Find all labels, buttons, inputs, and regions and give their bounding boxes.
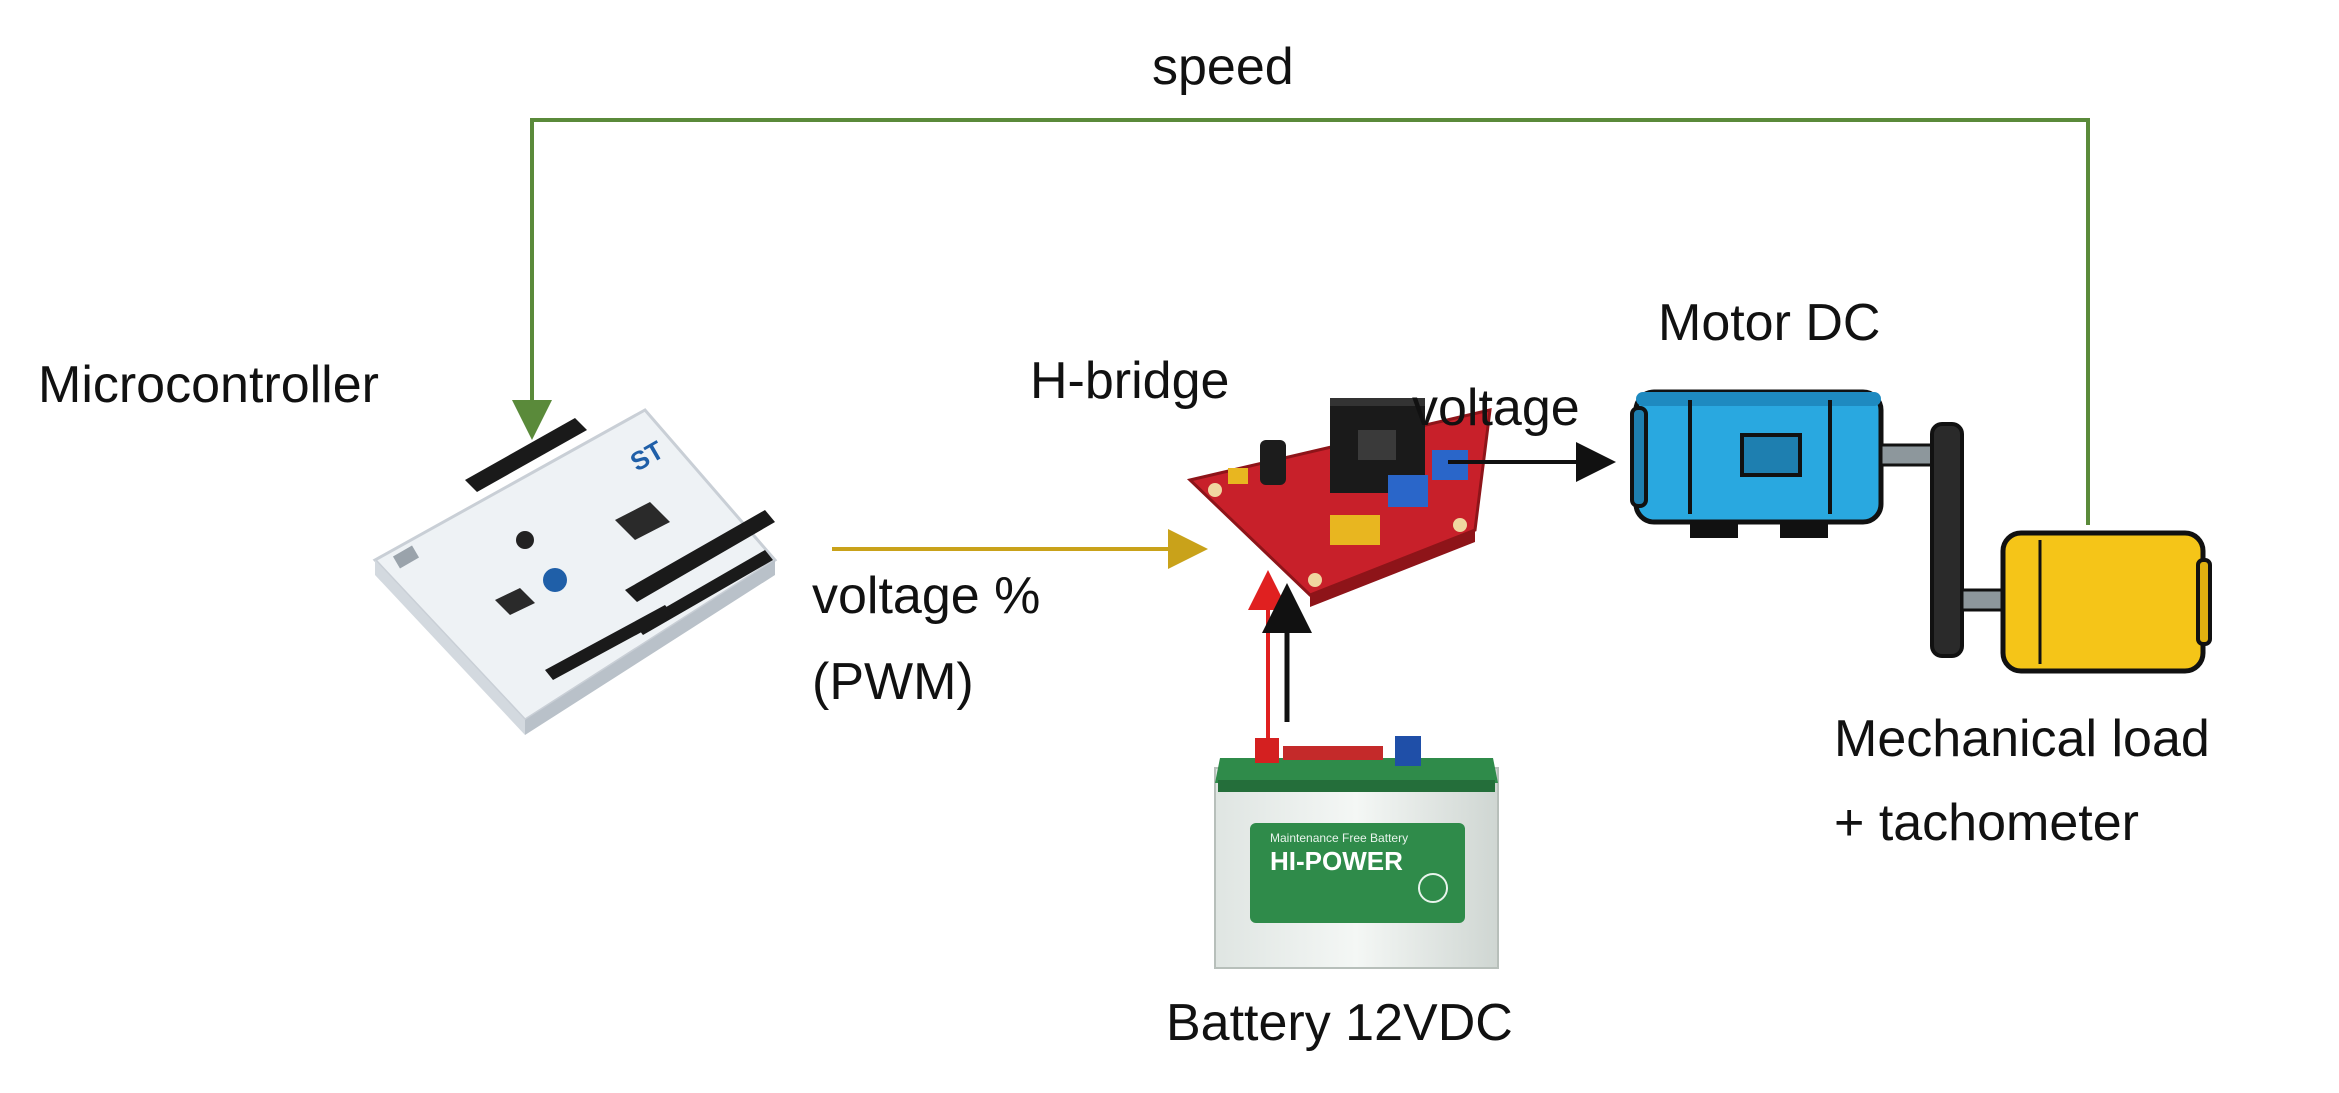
speed-feedback-arrow [512,118,2090,525]
pwm-label: (PWM) [812,653,974,711]
dc-motor-icon [1630,389,1938,538]
h-bridge-board-icon [1186,398,1492,607]
pwm-voltage-label: voltage % [812,567,1040,625]
battery-subtitle: Maintenance Free Battery [1270,831,1408,845]
microcontroller-label: Microcontroller [38,356,379,414]
microcontroller-board-icon: ST [372,408,778,735]
belt-coupling [1930,422,2009,658]
h-bridge-label: H-bridge [1030,352,1229,410]
motor-label: Motor DC [1658,294,1880,352]
car-battery-icon: HI-POWER Maintenance Free Battery [1214,736,1499,969]
battery-label: Battery 12VDC [1166,994,1513,1052]
motor-voltage-label: voltage [1412,379,1580,437]
mechanical-load-icon [2000,530,2212,674]
load-label-line1: Mechanical load [1834,710,2210,768]
speed-label: speed [1152,38,1294,96]
battery-brand: HI-POWER [1270,846,1403,876]
load-label-line2: + tachometer [1834,794,2139,852]
